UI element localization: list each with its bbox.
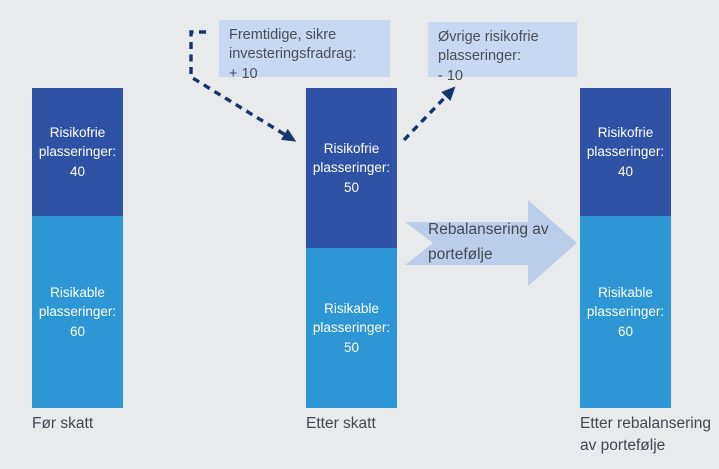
bar-label-after-tax: Etter skatt xyxy=(306,415,376,432)
segment-name: Risikofrie plasseringer: xyxy=(312,141,391,176)
segment-name: Risikofrie plasseringer: xyxy=(38,125,117,160)
segment-value: 40 xyxy=(69,163,86,179)
callout-future-deductions: Fremtidige, sikre investeringsfradrag: +… xyxy=(219,20,390,82)
bar-label-before-tax: Før skatt xyxy=(32,415,94,432)
big-arrow-label: Rebalansering av portefølje xyxy=(428,221,549,264)
dashed-arrow-to-ovrige-callout xyxy=(402,86,456,142)
segment-name: Risikofrie plasseringer: xyxy=(586,125,665,160)
segment-value: 40 xyxy=(617,163,634,179)
bar-segment-riskfree: Risikofrie plasseringer: 40 xyxy=(32,88,123,216)
segment-name: Risikable plasseringer: xyxy=(312,301,391,336)
stacked-bar-after-tax: Risikofrie plasseringer: 50 Risikable pl… xyxy=(306,88,397,408)
segment-value: 60 xyxy=(617,323,634,339)
stacked-bar-before-tax: Risikofrie plasseringer: 40 Risikable pl… xyxy=(32,88,123,408)
bar-segment-riskfree: Risikofrie plasseringer: 50 xyxy=(306,88,397,248)
callout-other-riskfree: Øvrige risikofrie plasseringer: - 10 xyxy=(428,22,577,84)
bar-segment-risky: Risikable plasseringer: 60 xyxy=(580,216,671,408)
segment-name: Risikable plasseringer: xyxy=(38,285,117,320)
stacked-bar-after-rebalancing: Risikofrie plasseringer: 40 Risikable pl… xyxy=(580,88,671,408)
segment-value: 50 xyxy=(343,179,360,195)
bar-label-after-rebalancing: Etter rebalansering av portefølje xyxy=(580,415,711,455)
segment-value: 50 xyxy=(343,339,360,355)
bar-segment-risky: Risikable plasseringer: 60 xyxy=(32,216,123,408)
segment-value: 60 xyxy=(69,323,86,339)
bar-segment-risky: Risikable plasseringer: 50 xyxy=(306,248,397,408)
bar-segment-riskfree: Risikofrie plasseringer: 40 xyxy=(580,88,671,216)
segment-name: Risikable plasseringer: xyxy=(586,285,665,320)
